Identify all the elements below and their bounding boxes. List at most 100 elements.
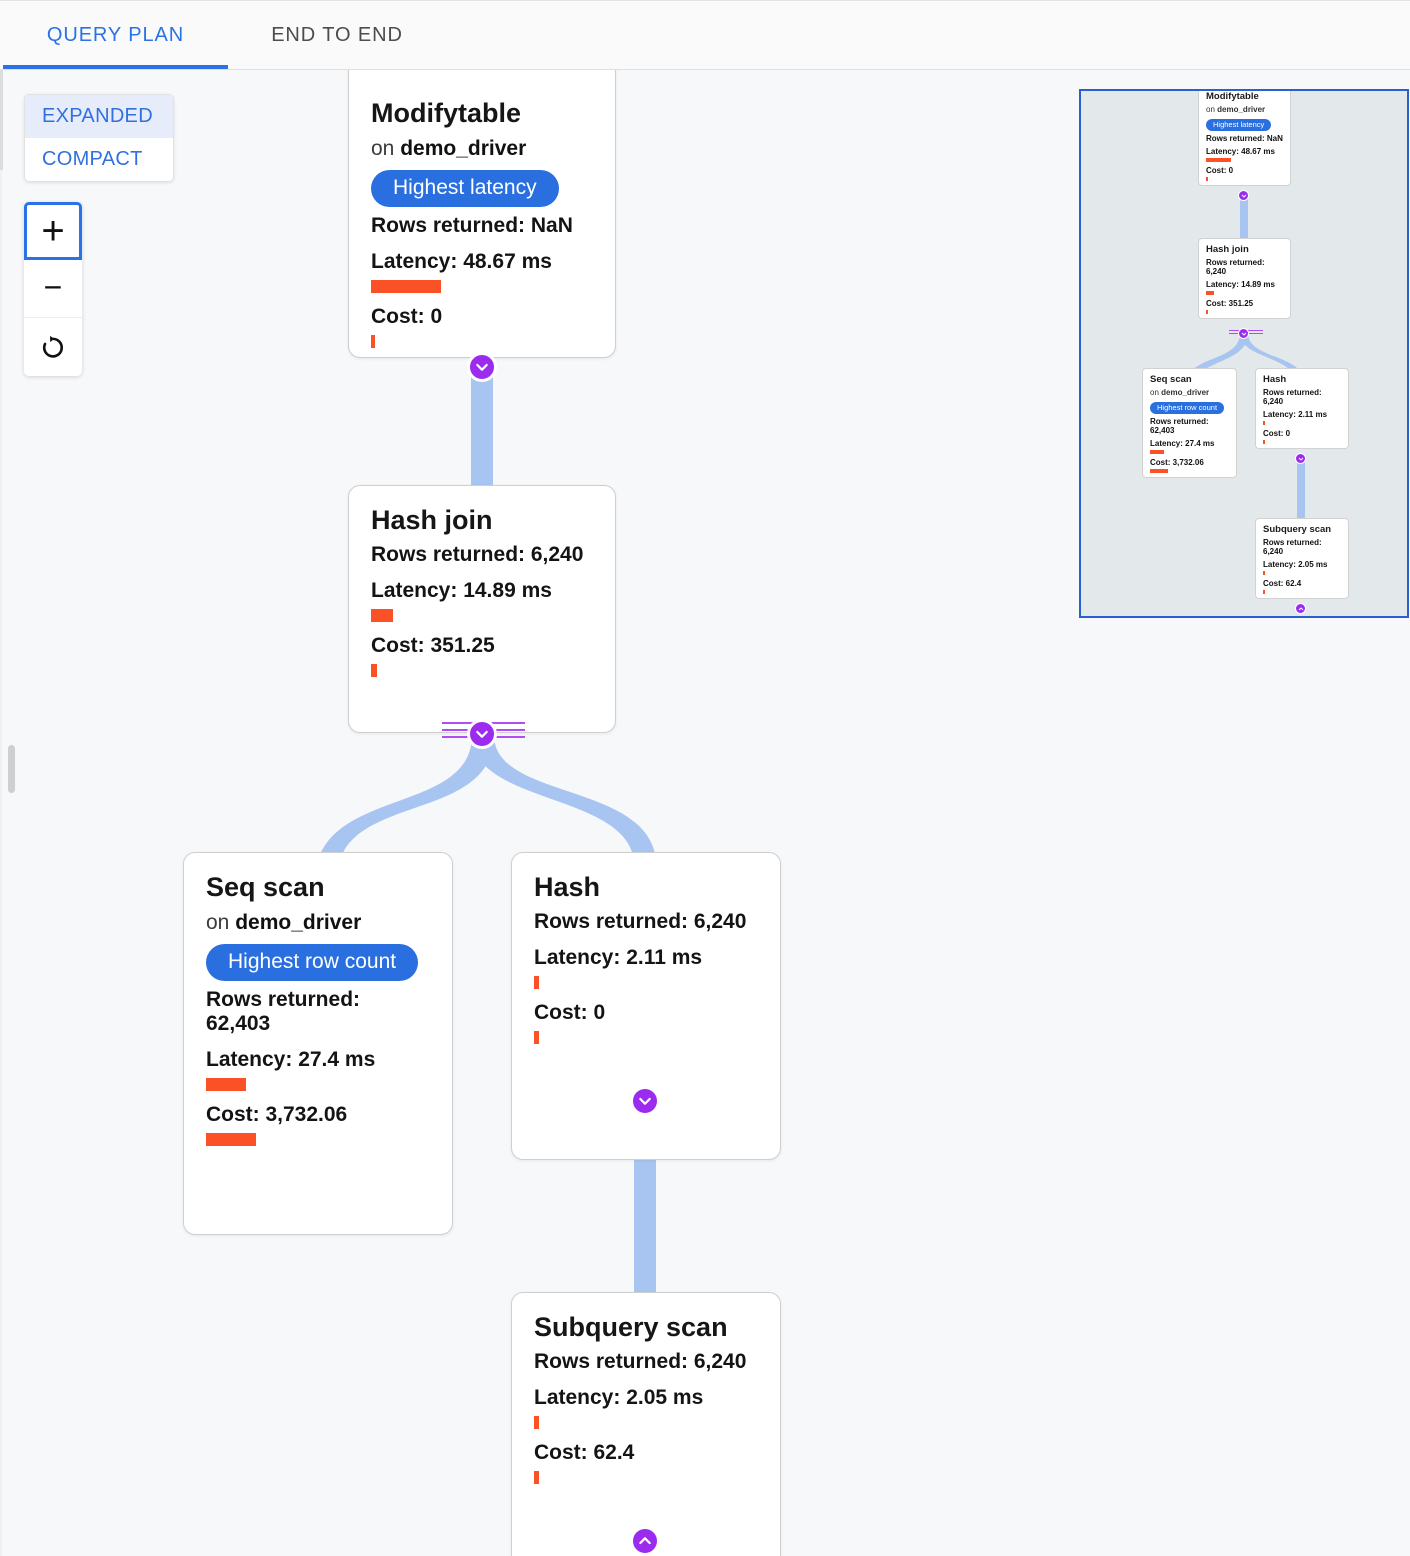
node-title: Modifytable [1206, 91, 1259, 102]
rows-returned: Rows returned: 6,240 [371, 543, 584, 567]
minimap-collapse-toggle-hash[interactable] [1295, 453, 1306, 464]
relation-prefix: on [1150, 387, 1159, 397]
cost-metric: Cost: 0 [1206, 165, 1234, 175]
cost-bar [1206, 309, 1208, 314]
relation-name: demo_driver [400, 137, 527, 161]
relation-name: demo_driver [1217, 104, 1266, 114]
display-mode-expanded-label: EXPANDED [42, 105, 153, 127]
zoom-in-button[interactable] [24, 202, 82, 260]
display-mode-compact[interactable]: COMPACT [25, 138, 173, 181]
left-rail [0, 70, 2, 1556]
cost-metric: Cost: 0 [1263, 428, 1291, 438]
rows-returned: Rows returned: 6,240 [1263, 537, 1322, 556]
cost-bar [371, 334, 375, 348]
status-badge: Highest latency [1206, 118, 1272, 131]
node-title: Hash [534, 872, 601, 902]
display-mode-compact-label: COMPACT [42, 148, 143, 170]
rows-returned: Rows returned: NaN [1206, 133, 1283, 143]
cost-bar [534, 1471, 539, 1485]
rows-returned: Rows returned: 6,240 [534, 910, 747, 934]
latency-bar [371, 609, 393, 623]
node-title: Hash join [1206, 244, 1249, 255]
cost-metric: Cost: 62.4 [534, 1441, 635, 1465]
node-title: Hash join [371, 505, 493, 535]
display-mode-expanded[interactable]: EXPANDED [25, 95, 173, 138]
minimap-node-modifytable[interactable]: Modifytable on demo_driver Highest laten… [1198, 91, 1291, 186]
relation-prefix: on [1206, 104, 1215, 114]
zoom-controls [24, 202, 82, 376]
latency-metric: Latency: 2.05 ms [534, 1386, 704, 1410]
mm-edge-hashjoin-hash [1240, 333, 1305, 383]
cost-metric: Cost: 351.25 [1206, 298, 1254, 308]
latency-bar [206, 1077, 246, 1091]
chevron-down-icon [476, 363, 488, 371]
tab-end-to-end[interactable]: END TO END [228, 1, 446, 70]
plan-canvas[interactable]: EXPANDED COMPACT Modifytable [0, 70, 1410, 1556]
minimap-node-hash[interactable]: Hash Rows returned: 6,240 Latency: 2.11 … [1255, 368, 1349, 449]
cost-metric: Cost: 62.4 [1263, 578, 1302, 588]
tab-bar: QUERY PLAN END TO END [0, 0, 1410, 70]
collapse-toggle-hash[interactable] [630, 1086, 660, 1116]
cost-metric: Cost: 3,732.06 [206, 1102, 348, 1126]
chevron-down-icon [639, 1097, 651, 1105]
rows-returned: Rows returned: 62,403 [206, 987, 361, 1035]
minimap-collapse-lines-right [1251, 330, 1263, 336]
node-title: Subquery scan [1263, 524, 1332, 535]
plan-node-hashjoin[interactable]: Hash join Rows returned: 6,240 Latency: … [348, 485, 616, 733]
edge-hashjoin-hash [472, 735, 656, 860]
latency-metric: Latency: 27.4 ms [206, 1047, 376, 1071]
minimap[interactable]: Modifytable on demo_driver Highest laten… [1079, 89, 1409, 618]
relation-name: demo_driver [1161, 387, 1210, 397]
rows-returned: Rows returned: 6,240 [1206, 257, 1265, 276]
cost-metric: Cost: 351.25 [371, 634, 495, 658]
rows-returned: Rows returned: 6,240 [1263, 387, 1322, 406]
cost-bar [1206, 176, 1208, 181]
rows-returned: Rows returned: 62,403 [1150, 416, 1209, 435]
cost-bar [206, 1132, 256, 1146]
minimap-collapse-toggle-modifytable[interactable] [1238, 190, 1249, 201]
plan-node-seqscan[interactable]: Seq scan on demo_driver Highest row coun… [183, 852, 453, 1235]
minimap-node-seqscan[interactable]: Seq scan on demo_driver Highest row coun… [1142, 368, 1237, 478]
collapse-toggle-modifytable[interactable] [467, 352, 497, 382]
relation-prefix: on [371, 137, 395, 161]
edge-hashjoin-seqscan [318, 735, 494, 860]
latency-bar [1263, 420, 1265, 425]
minimap-node-hashjoin[interactable]: Hash join Rows returned: 6,240 Latency: … [1198, 238, 1291, 319]
expand-toggle-subqueryscan[interactable] [630, 1526, 660, 1556]
latency-metric: Latency: 2.11 ms [534, 946, 703, 970]
cost-bar [1263, 439, 1265, 444]
reset-icon [42, 335, 64, 358]
cost-bar [1150, 468, 1168, 473]
minimap-node-subqueryscan[interactable]: Subquery scan Rows returned: 6,240 Laten… [1255, 518, 1349, 599]
cost-metric: Cost: 0 [371, 304, 443, 328]
zoom-out-button[interactable] [24, 260, 82, 318]
rows-returned: Rows returned: 6,240 [534, 1350, 747, 1374]
chevron-up-icon [639, 1537, 651, 1545]
node-title: Subquery scan [534, 1312, 728, 1342]
relation-prefix: on [206, 911, 230, 935]
rows-returned: Rows returned: NaN [371, 213, 573, 237]
plan-node-subqueryscan[interactable]: Subquery scan Rows returned: 6,240 Laten… [511, 1292, 781, 1556]
cost-metric: Cost: 0 [534, 1001, 606, 1025]
latency-bar [1263, 570, 1265, 575]
panel-resize-handle[interactable] [8, 745, 15, 793]
cost-bar [371, 664, 377, 678]
reset-view-button[interactable] [24, 318, 82, 376]
tab-query-plan[interactable]: QUERY PLAN [3, 1, 228, 70]
status-badge: Highest row count [206, 944, 419, 981]
plan-node-modifytable[interactable]: Modifytable on demo_driver Highest laten… [348, 70, 616, 358]
chevron-down-icon [1241, 332, 1246, 335]
node-title: Seq scan [1150, 374, 1192, 385]
latency-metric: Latency: 2.11 ms [1263, 409, 1328, 419]
node-relation: on demo_driver [371, 137, 593, 161]
active-tab-indicator [3, 65, 228, 69]
latency-bar [371, 279, 441, 293]
cost-metric: Cost: 3,732.06 [1150, 457, 1204, 467]
minimap-expand-toggle-subqueryscan[interactable] [1295, 603, 1306, 614]
status-badge: Highest row count [1150, 401, 1225, 414]
relation-name: demo_driver [235, 911, 362, 935]
minimap-collapse-toggle-hashjoin[interactable] [1238, 328, 1249, 339]
mm-edge-modifytable-hashjoin [1240, 195, 1248, 246]
collapse-toggle-hashjoin[interactable] [467, 719, 497, 749]
latency-metric: Latency: 48.67 ms [1206, 146, 1275, 156]
